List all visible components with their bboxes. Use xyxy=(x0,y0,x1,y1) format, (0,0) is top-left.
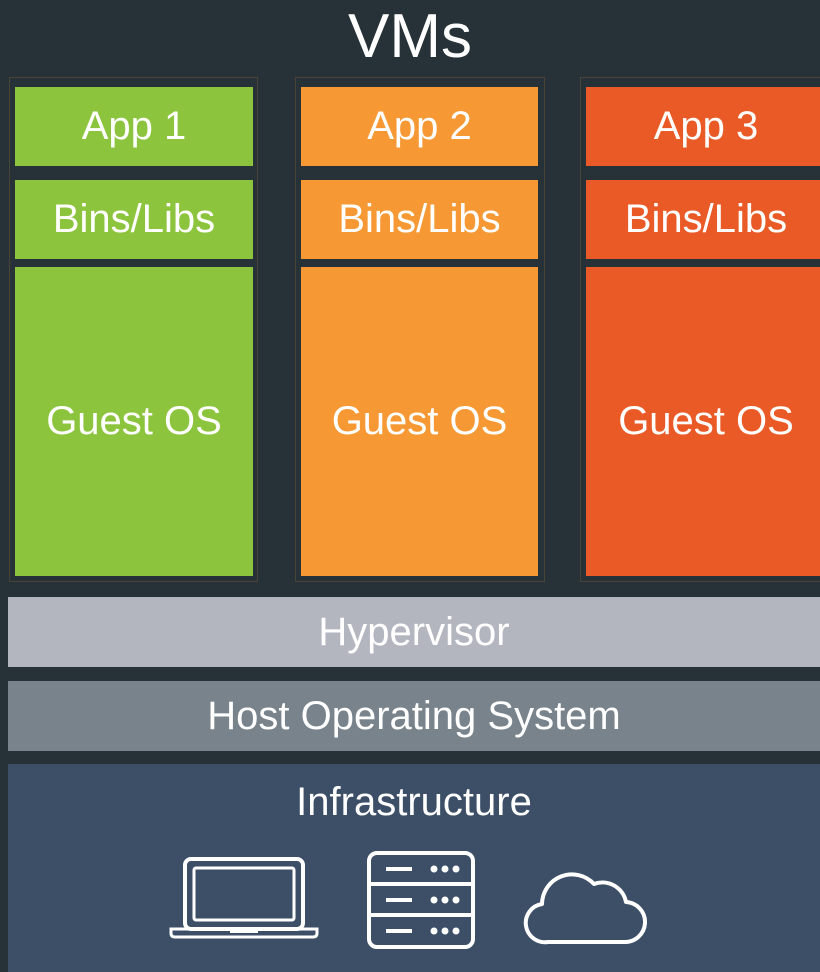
vm-2-app-layer: App 2 xyxy=(301,87,538,166)
vm-3-app-layer: App 3 xyxy=(586,87,820,166)
host-operating-system-layer: Host Operating System xyxy=(8,681,820,751)
vm-1-bins-libs-layer: Bins/Libs xyxy=(15,180,253,259)
cloud-icon xyxy=(520,864,648,946)
vm-2-bins-libs-layer: Bins/Libs xyxy=(301,180,538,259)
vm-1: App 1 Bins/Libs Guest OS xyxy=(9,77,258,582)
vm-2-guest-os-layer: Guest OS xyxy=(301,267,538,576)
vm-3: App 3 Bins/Libs Guest OS xyxy=(580,77,820,582)
hypervisor-layer: Hypervisor xyxy=(8,597,820,667)
vm-3-bins-libs-layer: Bins/Libs xyxy=(586,180,820,259)
infrastructure-layer: Infrastructure xyxy=(8,764,820,972)
vm-1-app-layer: App 1 xyxy=(15,87,253,166)
server-icon xyxy=(366,850,476,950)
vm-2: App 2 Bins/Libs Guest OS xyxy=(295,77,545,582)
vm-1-guest-os-layer: Guest OS xyxy=(15,267,253,576)
vm-3-guest-os-layer: Guest OS xyxy=(586,267,820,576)
laptop-icon xyxy=(168,856,320,940)
diagram-title: VMs xyxy=(348,2,472,71)
infrastructure-label: Infrastructure xyxy=(296,780,532,824)
